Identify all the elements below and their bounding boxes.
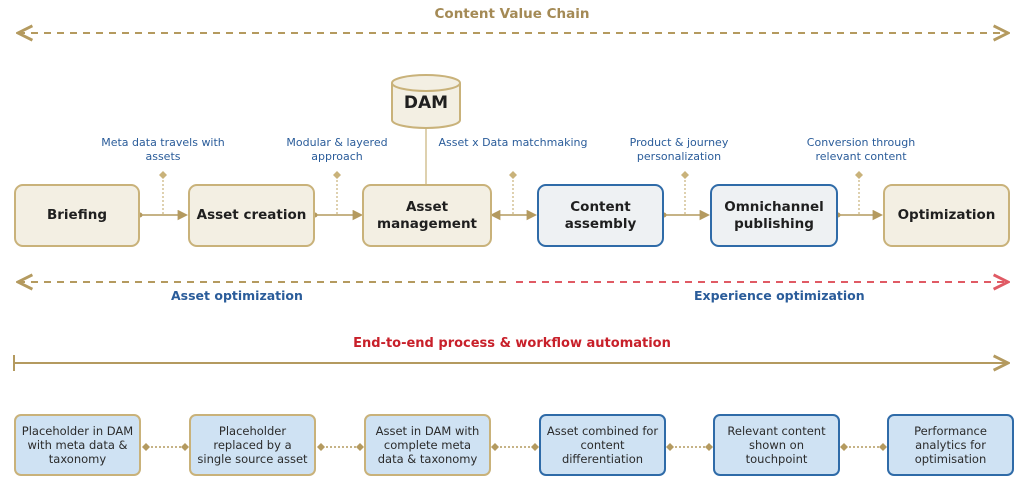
stage-briefing: Briefing xyxy=(14,184,140,247)
dam-label: DAM xyxy=(403,93,449,113)
metadata-step-combined: Asset combined for content differentiati… xyxy=(539,414,666,476)
metadata-step-relevant: Relevant content shown on touchpoint xyxy=(713,414,840,476)
metadata-step-replaced: Placeholder replaced by a single source … xyxy=(189,414,316,476)
end-to-end-label: End-to-end process & workflow automation xyxy=(353,336,671,351)
metadata-step-complete: Asset in DAM with complete meta data & t… xyxy=(364,414,491,476)
asset-optimization-label: Asset optimization xyxy=(171,288,303,303)
note-conversion: Conversion through relevant content xyxy=(806,136,916,163)
metadata-step-placeholder: Placeholder in DAM with meta data & taxo… xyxy=(14,414,141,476)
note-meta-data: Meta data travels with assets xyxy=(101,136,225,163)
metadata-connector-diamonds xyxy=(142,443,887,451)
note-personalization: Product & journey personalization xyxy=(629,136,729,163)
note-modular: Modular & layered approach xyxy=(286,136,388,163)
stage-asset-management: Asset management xyxy=(362,184,492,247)
dam-database-icon xyxy=(391,74,461,129)
metadata-step-analytics: Performance analytics for optimisation xyxy=(887,414,1014,476)
note-matchmaking: Asset x Data matchmaking xyxy=(438,136,588,149)
stage-asset-creation: Asset creation xyxy=(188,184,315,247)
note-diamonds xyxy=(159,171,863,179)
diagram-title: Content Value Chain xyxy=(434,6,590,22)
stage-optimization: Optimization xyxy=(883,184,1010,247)
experience-optimization-label: Experience optimization xyxy=(694,288,865,303)
stage-content-assembly: Content assembly xyxy=(537,184,664,247)
stage-omnichannel-publishing: Omnichannel publishing xyxy=(710,184,838,247)
